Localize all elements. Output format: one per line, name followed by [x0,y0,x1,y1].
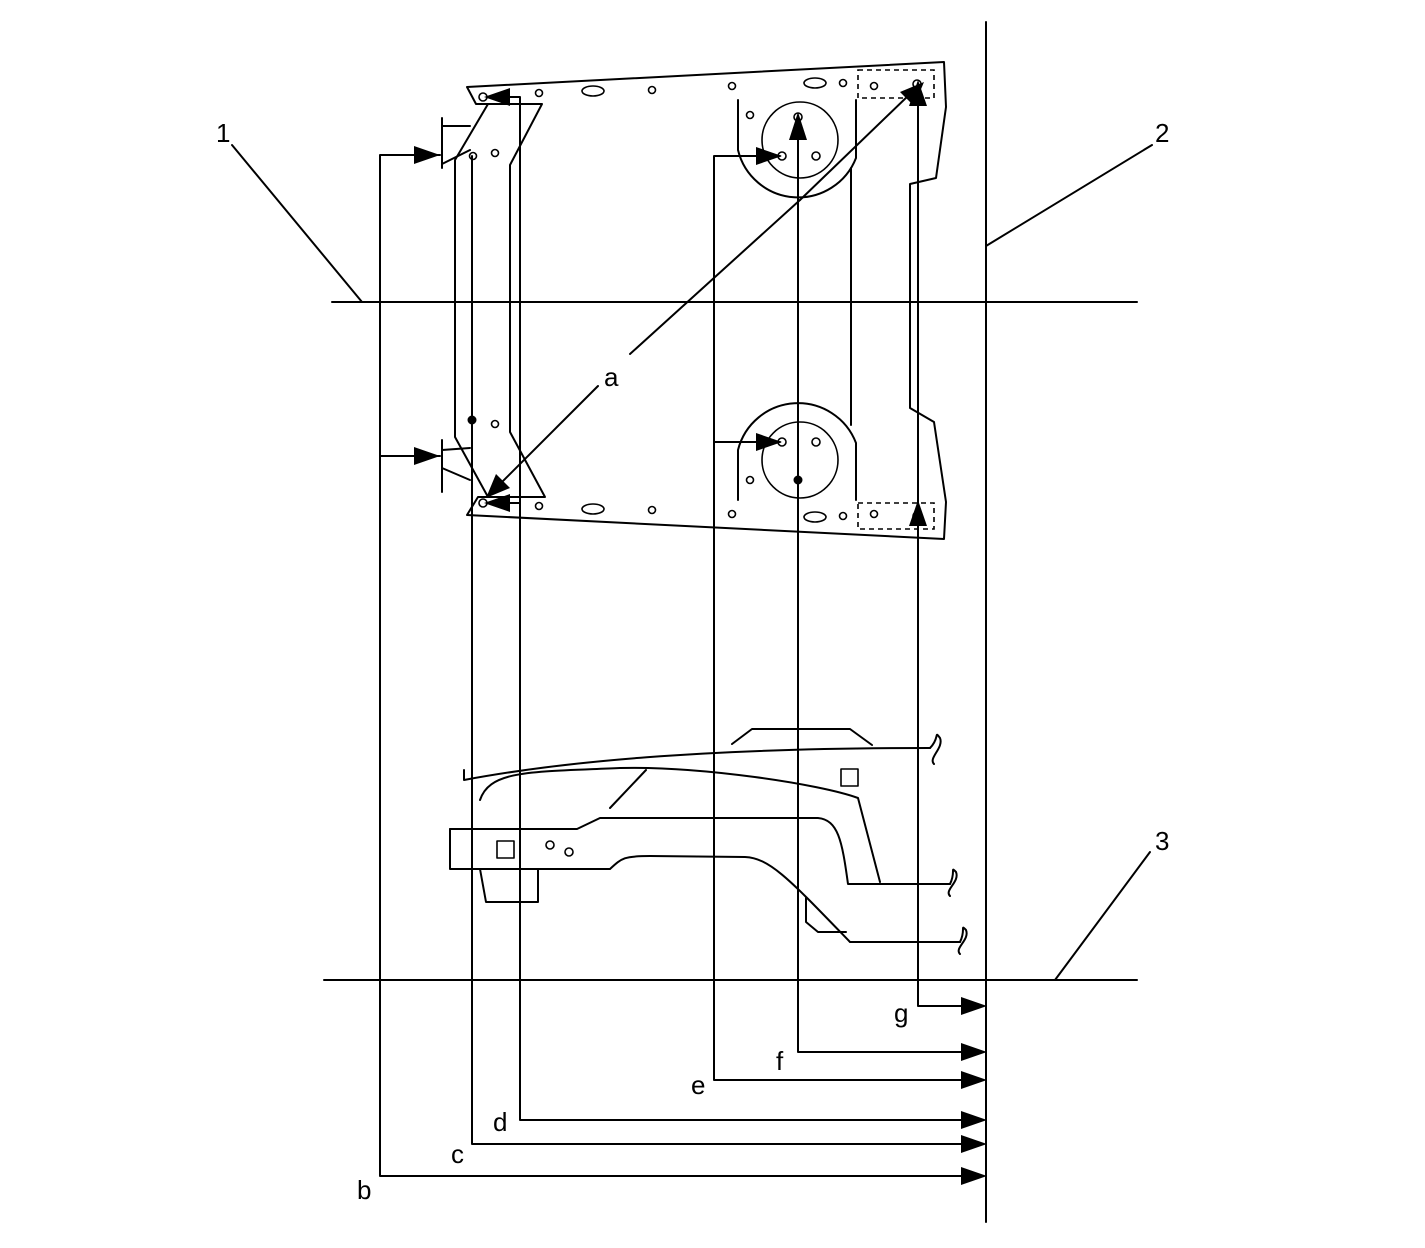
dimension-e-label: e [691,1070,705,1100]
front-spring-pocket [737,99,857,199]
dimension-b [379,146,987,1185]
callout-2-label: 2 [1155,118,1169,148]
break-symbol-2 [947,868,958,897]
callout-3-label: 3 [1155,826,1169,856]
front-mount-bracket [441,117,471,169]
callout-1-leader [231,144,363,303]
rear-spring-seat [761,421,839,499]
front-spring-seat [761,101,839,179]
dimension-c [471,155,987,1153]
front-square-hole [496,840,515,859]
dimension-a-label: a [604,362,619,392]
front-bracket-dashed [857,69,935,99]
rear-crossmember-foot [805,897,847,933]
dimension-f [789,112,987,1061]
break-symbol-3 [957,926,968,955]
upper-crossmember [466,61,947,540]
dimension-g-label: g [894,998,908,1028]
dimension-d [484,88,987,1129]
dimension-a [486,82,924,498]
rear-square-hole [840,768,859,787]
dimension-f-label: f [776,1046,784,1076]
callout-1-label: 1 [216,118,230,148]
rear-bracket-dashed [857,502,935,530]
frame-top-view [441,61,947,540]
callout-leaders [231,144,1153,981]
gusset-line [609,769,647,809]
dimension-b-label: b [357,1175,371,1205]
callout-3-leader [1054,851,1151,981]
front-horn [449,817,951,885]
rail-curve [479,766,881,883]
reference-holes [467,77,922,523]
callout-2-leader [985,144,1153,247]
dimension-d-label: d [493,1107,507,1137]
reference-lines [323,21,1138,1223]
frame-side-view [449,728,968,955]
dimension-e [713,147,987,1089]
lower-frame-profile [449,828,961,943]
dimension-c-label: c [451,1139,464,1169]
front-crossmember-foot [479,868,539,903]
break-symbol-1 [929,733,942,765]
upper-frame-profile [463,728,931,781]
side-hole-2 [564,847,574,857]
rear-spring-pocket [737,402,857,501]
rear-mount-bracket [441,439,471,493]
dimension-g [909,80,987,1015]
side-hole-1 [545,840,555,850]
